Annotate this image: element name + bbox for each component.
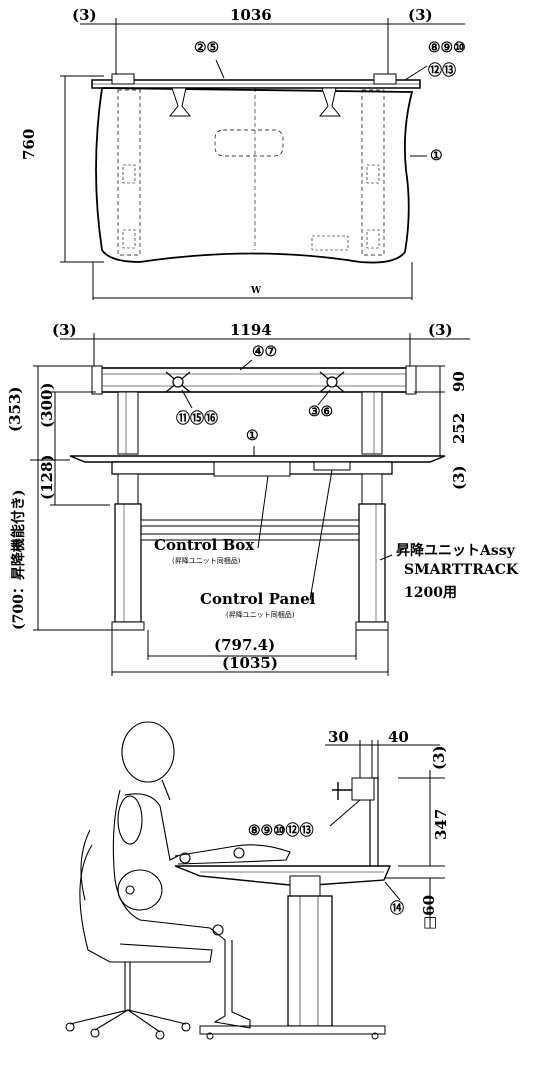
lift-model-label: SMARTTRACK: [404, 562, 519, 578]
side-dim-347: 347: [432, 808, 450, 840]
side-dim-60: □60: [420, 894, 438, 930]
front-view: [30, 333, 470, 676]
front-dim-700: (700：昇降機能付き): [11, 489, 27, 630]
top-parts-right-a: ⑧⑨⑩: [428, 40, 466, 56]
front-dim-797: (797.4): [214, 636, 276, 654]
lift-size-label: 1200用: [404, 585, 457, 601]
top-parts-right-b: ⑫⑬: [428, 63, 456, 79]
front-dim-right: (3): [428, 321, 453, 339]
side-parts-monitor: ⑧⑨⑩⑫⑬: [248, 823, 314, 839]
front-part-tabletop: ①: [246, 428, 259, 444]
side-part-14: ⑭: [390, 901, 404, 917]
front-dim-128: (128): [38, 454, 56, 500]
top-dim-depth: 760: [20, 128, 38, 160]
front-parts-clamp-left: ⑪⑮⑯: [176, 411, 218, 427]
control-box-label: Control Box: [154, 536, 255, 554]
front-dim-left: (3): [52, 321, 77, 339]
front-dim-width: 1194: [230, 321, 272, 339]
front-parts-rail: ④⑦: [252, 344, 278, 360]
side-dim-30: 30: [328, 728, 349, 746]
top-dim-left: (3): [72, 6, 97, 24]
side-dim-40: 40: [388, 728, 409, 746]
lift-unit-label: 昇降ユニットAssy: [396, 543, 515, 559]
front-dim-1035: (1035): [222, 654, 278, 672]
top-dim-w: W: [251, 286, 262, 296]
control-panel-label: Control Panel: [200, 590, 316, 608]
top-view: [60, 18, 465, 300]
control-box-sub: (昇降ユニット同梱品): [172, 557, 241, 565]
front-dim-90: 90: [450, 371, 468, 392]
side-dim-3: (3): [430, 745, 448, 770]
top-part-tabletop: ①: [430, 148, 443, 164]
front-parts-clamp-right: ③⑥: [308, 404, 334, 420]
top-dim-width: 1036: [230, 6, 272, 24]
front-dim-3-right: (3): [450, 465, 468, 490]
top-dim-right: (3): [408, 6, 433, 24]
top-parts-rail: ②⑤: [194, 40, 220, 56]
front-dim-300: (300): [38, 382, 56, 428]
side-view: [65, 721, 445, 1040]
front-dim-353: (353): [6, 386, 24, 432]
front-dim-252: 252: [450, 412, 468, 444]
control-panel-sub: (昇降ユニット同梱品): [226, 611, 295, 619]
